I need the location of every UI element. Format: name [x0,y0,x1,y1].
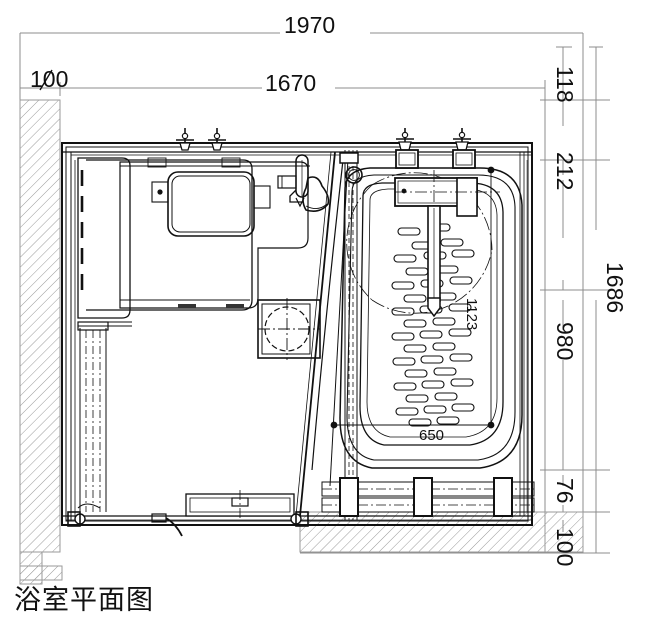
dim-top-offset: 118 [552,66,578,103]
entry-door [67,490,309,537]
shower-room-shell [61,142,533,526]
antislip-pattern [391,223,475,427]
sink-basin [151,171,271,237]
dim-overall-height: 1686 [602,262,628,314]
dim-wall-thickness-bottom: 100 [552,528,578,567]
dim-lower-section: 76 [552,478,578,504]
bathtub [339,167,523,469]
floor-drain [257,298,321,360]
shower-screen [295,151,349,517]
shower-track-centerline [339,150,363,520]
dimension-lines [19,32,610,554]
dim-overall-width: 1970 [284,12,336,38]
dim-middle-section: 980 [552,322,578,361]
drawing-title: 浴室平面图 [14,585,154,616]
dim-tub-width: 650 [419,427,445,444]
left-panel-centerlines [77,321,109,512]
vanity-counter [86,159,309,311]
counter-backsplash [120,157,310,168]
dim-tub-length: 1123 [463,298,480,331]
wall-hatching [19,99,584,585]
tub-dimension-marks [330,166,495,429]
dim-wall-thickness-left: 100 [30,66,69,92]
dim-inner-width: 1670 [265,70,317,96]
right-guide-lines [519,152,525,516]
tub-filler-faucet [394,149,500,318]
threshold-rails [321,477,535,517]
left-wall-panel [77,157,132,327]
dim-upper-section: 212 [552,152,578,191]
hand-shower-fixture [277,154,330,212]
